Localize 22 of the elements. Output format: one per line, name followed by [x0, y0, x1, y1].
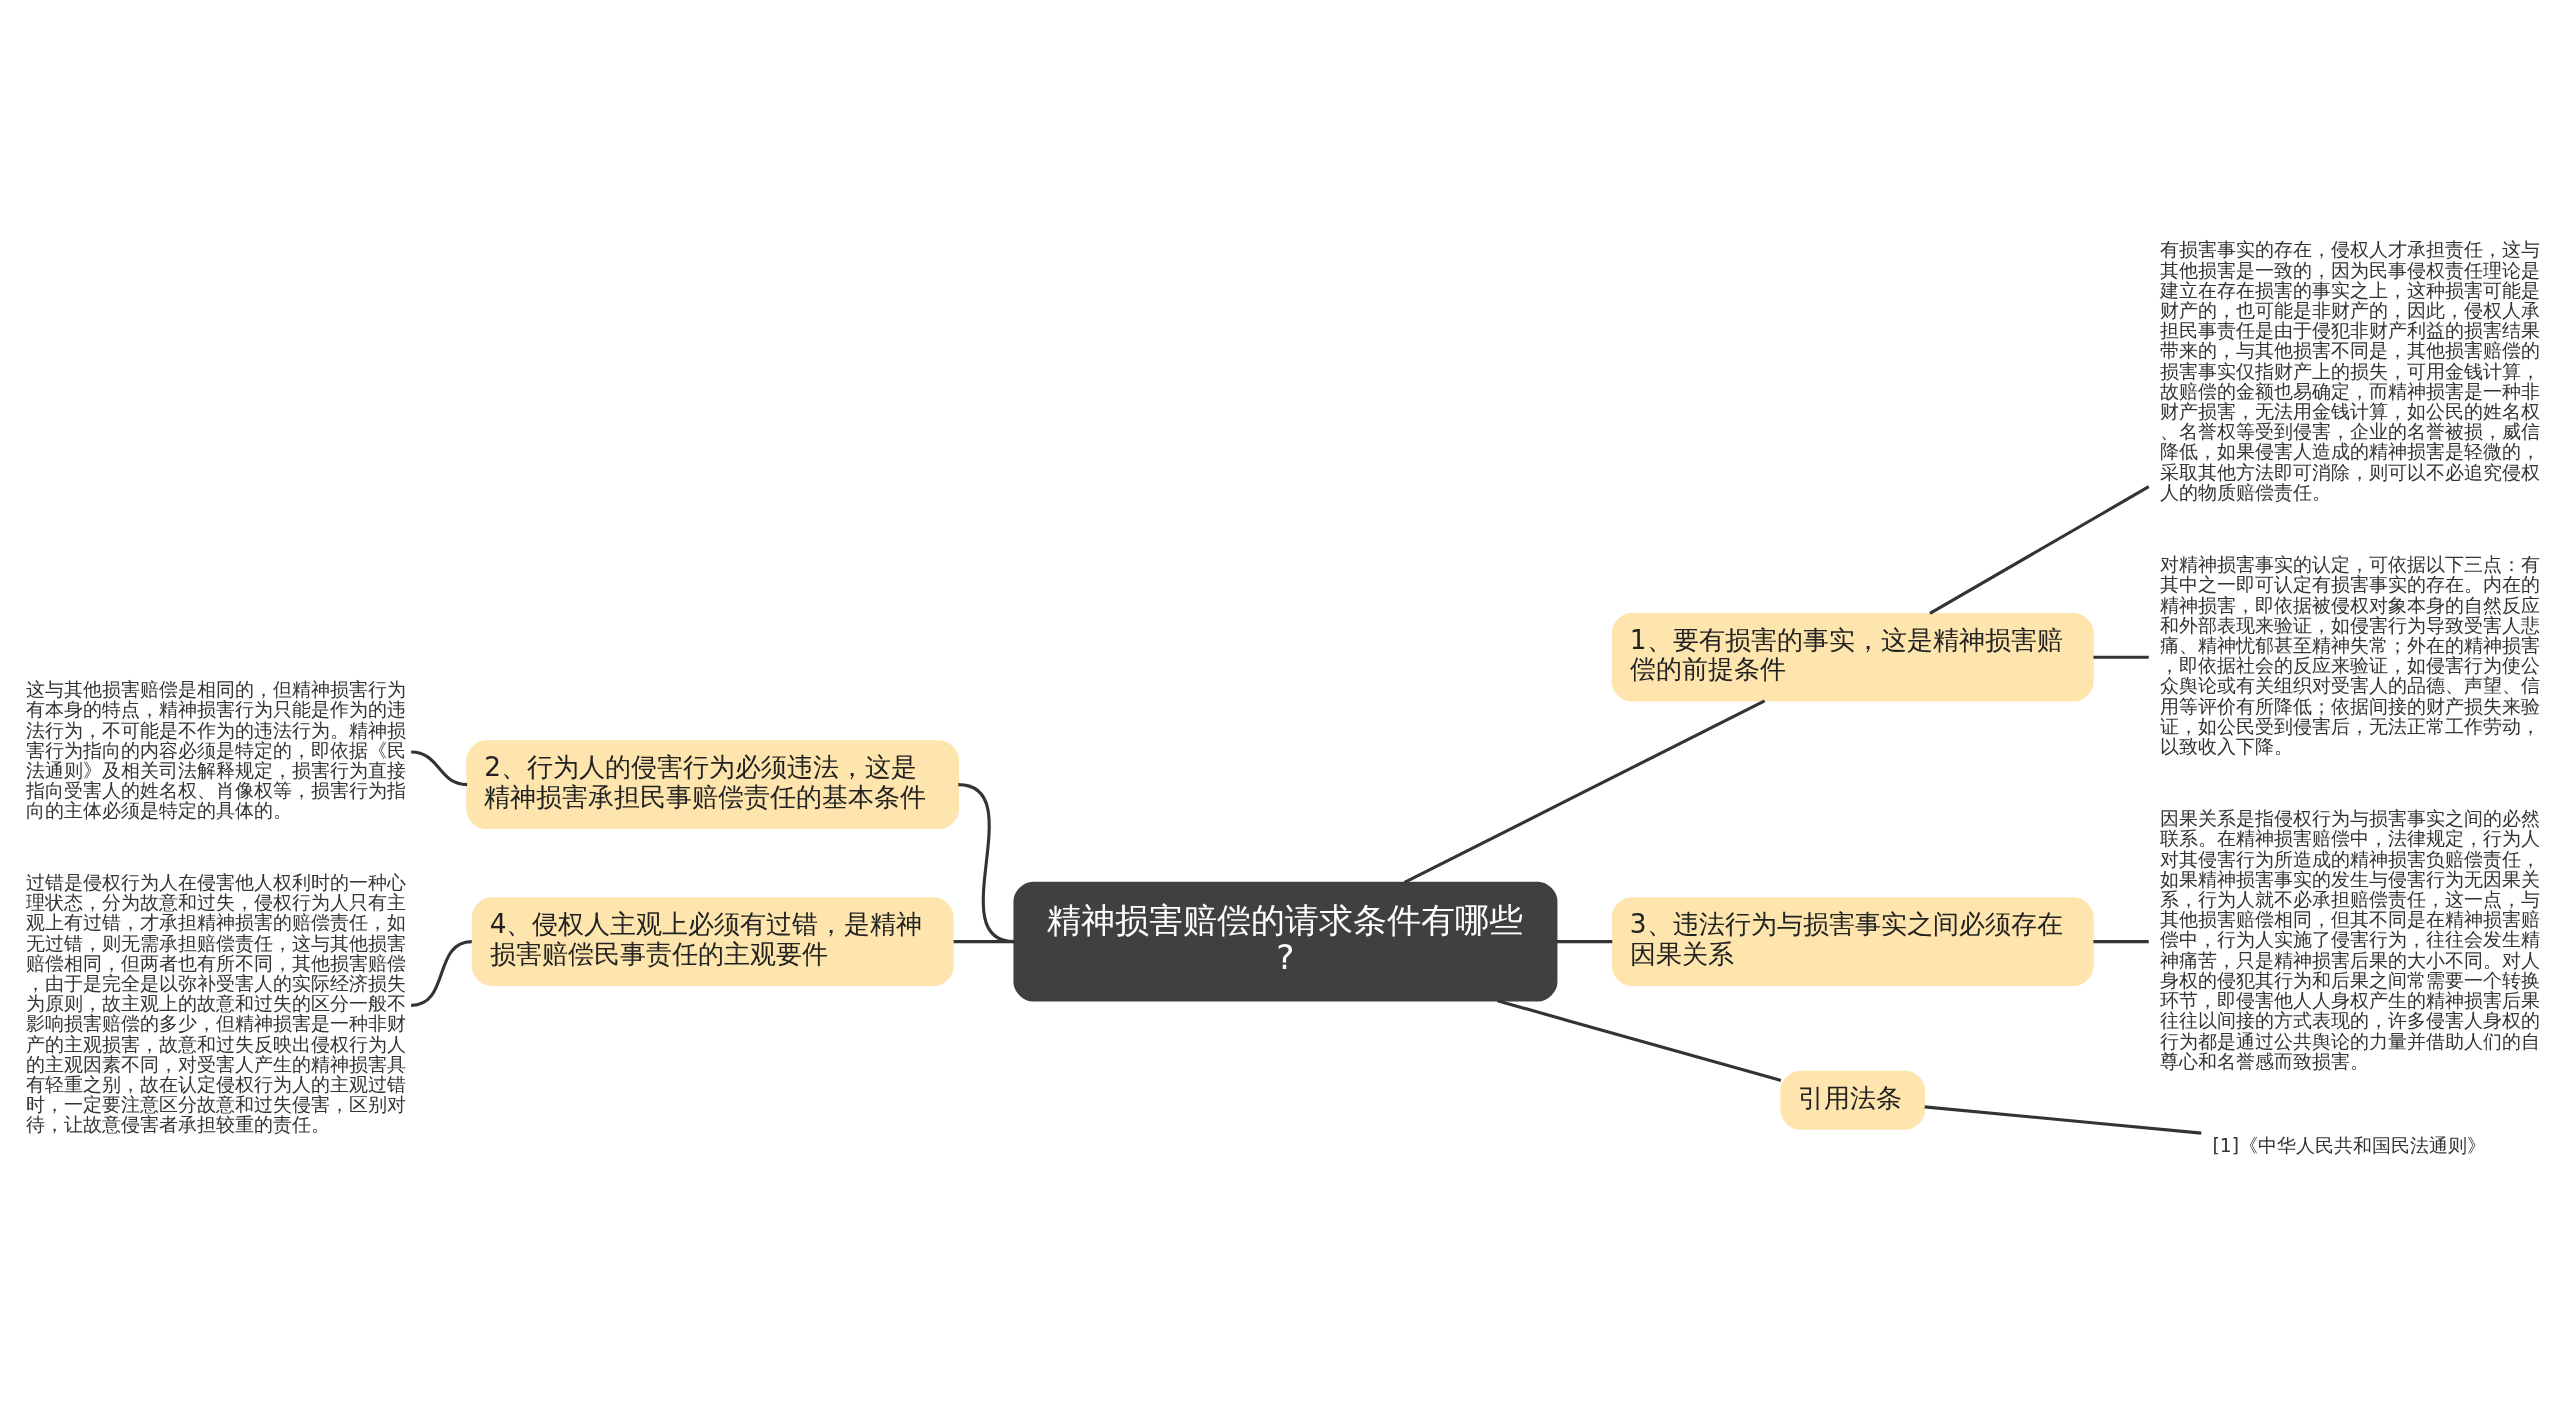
connector	[1497, 998, 1782, 1082]
connector	[411, 749, 468, 786]
connector	[410, 939, 472, 1007]
node-box: 3、违法行为与损害事实之间必须存在因果关系	[1611, 896, 2094, 986]
node-text: 有损害事实的存在，侵权人才承担责任，这与其他损害是一致的，因为民事侵权责任理论是建立在存在损害的事实之上，这种损害可能是财产的，也可能是非财产的，因此，侵权人承担民事责任是由于侵犯非财产利益的损害结果带来的，与其他损害不同是，其他损害赔偿的损害事实仅指财产上的损失，可用金钱计算，故赔偿的金额也易确定，而精神损害是一种非财产损害，无法用金钱计算，如公民的姓名权、名誉权等受到侵害，企业的名誉被损，威信降低，如果侵害人造成的精神损害是轻微的，采取其他方法即可消除，则可以不必追究侵权人的物质赔偿责任。	[2159, 238, 2540, 503]
connector	[953, 939, 1015, 943]
node-text: 这与其他损害赔偿是相同的，但精神损害行为有本身的特点，精神损害行为只能是作为的违法行为，不可能是不作为的违法行为。精神损害行为指向的内容必须是特定的，即依据《民法通则》及相关司法解释规定，损害行为直接指向受害人的姓名权、肖像权等，损害行为指向的主体必须是特定的具体的。	[25, 678, 406, 821]
node-text: 因果关系是指侵权行为与损害事实之间的必然联系。在精神损害赔偿中，法律规定，行为人对其侵害行为所造成的精神损害负赔偿责任，如果精神损害事实的发生与侵害行为无因果关系，行为人就不必承担赔偿责任，这一点，与其他损害赔偿相同，但其不同是在精神损害赔偿中，行为人实施了侵害行为，往往会发生精神痛苦，只是精神损害后果的大小不同。对人身权的侵犯其行为和后果之间常需要一个转换环节，即侵害他人人身权产生的精神损害后果往往以间接的方式表现的，许多侵害人身权的行为都是通过公共舆论的力量并借助人们的自尊心和名誉感而致损害。	[2159, 807, 2540, 1072]
node-text: 对精神损害事实的认定，可依据以下三点：有其中之一即可认定有损害事实的存在。内在的精神损害，即依据被侵权对象本身的自然反应和外部表现来验证，如侵害行为导致受害人悲痛、精神忧郁甚至精神失常；外在的精神损害，即依据社会的反应来验证，如侵害行为使公众舆论或有关组织对受害人的品德、声望、信用等评价有所降低；依据间接的财产损失来验证，如公民受到侵害后，无法正常工作劳动，以致收入下降。	[2159, 553, 2540, 757]
node-box: 精神损害赔偿的请求条件有哪些?	[1013, 881, 1558, 1001]
connector	[2093, 655, 2149, 659]
connector	[1556, 939, 1613, 943]
node-text: 过错是侵权行为人在侵害他人权利时的一种心理状态，分为故意和过失，侵权行为人只有主观上有过错，才承担精神损害的赔偿责任，如无过错，则无需承担赔偿责任，这与其他损害赔偿相同，但两者也有所不同，其他损害赔偿，由于是完全是以弥补受害人的实际经济损失为原则，故主观上的故意和过失的区分一般不影响损害赔偿的多少，但精神损害是一种非财产的主观损害，故意和过失反映出侵权行为人的主观因素不同，对受害人产生的精神损害具有轻重之别，故在认定侵权行为人的主观过错时，一定要注意区分故意和过失侵害，区别对待，让故意侵害者承担较重的责任。	[25, 871, 406, 1135]
node-box: 4、侵权人主观上必须有过错，是精神损害赔偿民事责任的主观要件	[471, 896, 954, 986]
node-box: 引用法条	[1780, 1070, 1926, 1130]
node-text: [1]《中华人民共和国民法通则》	[2212, 1134, 2486, 1156]
connector	[1403, 699, 1766, 884]
node-box: 1、要有损害的事实，这是精神损害赔偿的前提条件	[1611, 612, 2094, 701]
node-box: 2、行为人的侵害行为必须违法，这是精神损害承担民事赔偿责任的基本条件	[466, 739, 960, 829]
connector	[2093, 939, 2149, 943]
connector	[1929, 484, 2150, 615]
connector	[1924, 1104, 2202, 1135]
